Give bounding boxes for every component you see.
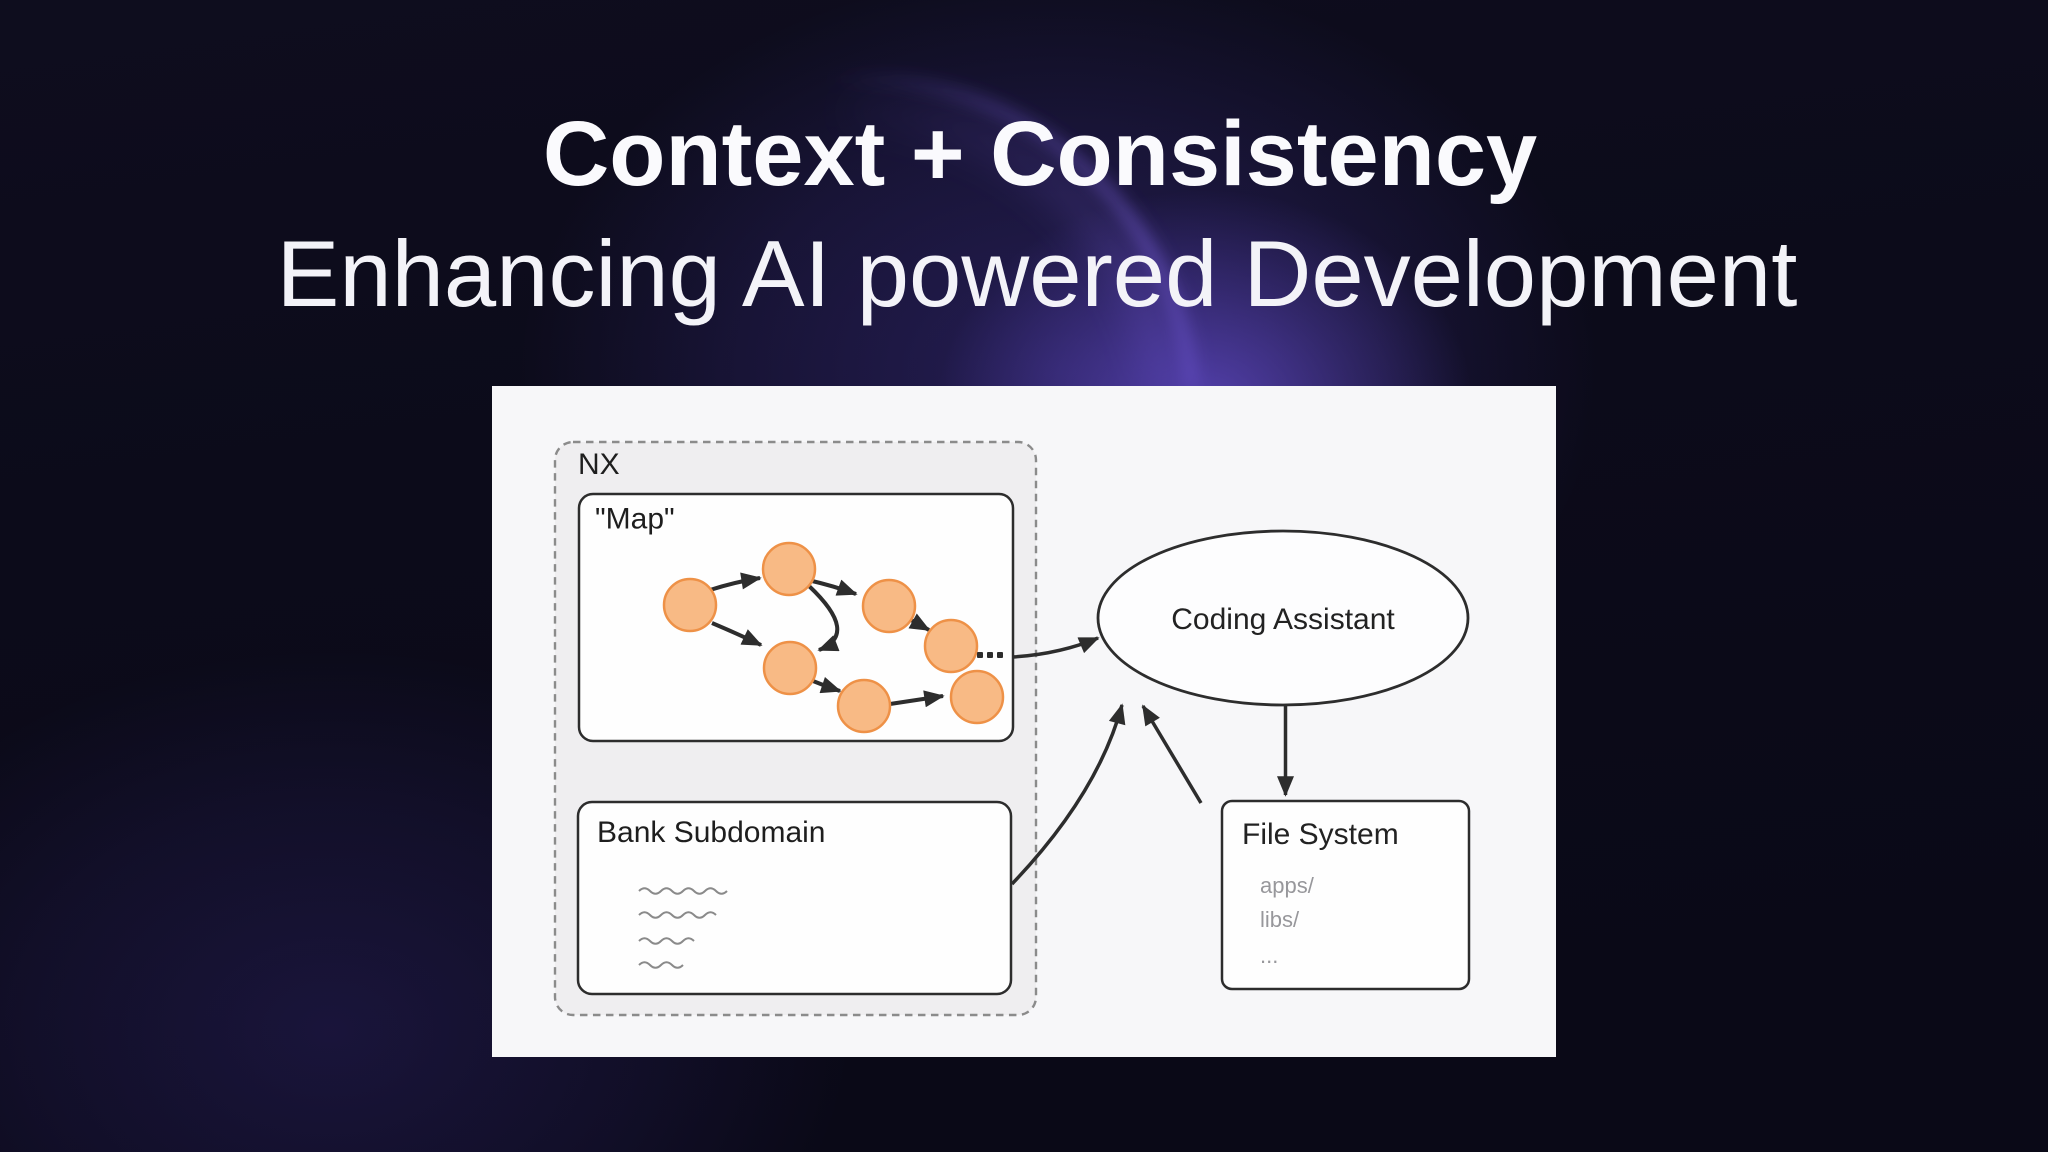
svg-text:Coding Assistant: Coding Assistant	[1171, 603, 1395, 636]
svg-text:apps/: apps/	[1260, 873, 1315, 898]
svg-text:libs/: libs/	[1260, 907, 1300, 932]
svg-text:File System: File System	[1242, 818, 1399, 851]
svg-text:"Map": "Map"	[595, 503, 675, 536]
svg-text:NX: NX	[578, 448, 620, 481]
svg-text:...: ...	[1260, 943, 1278, 968]
svg-text:Bank Subdomain: Bank Subdomain	[597, 816, 826, 849]
